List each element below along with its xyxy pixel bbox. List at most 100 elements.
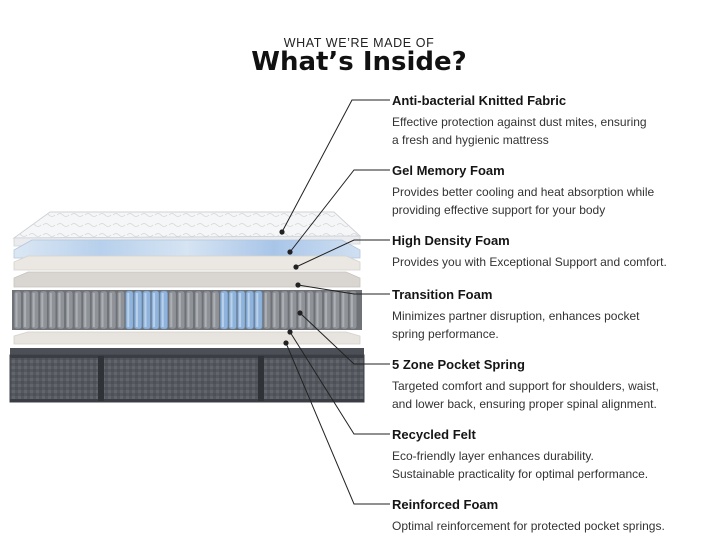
layer-transition-foam — [13, 271, 361, 288]
layer-name: High Density Foam — [392, 233, 510, 248]
spring-coil-highlight — [32, 293, 35, 327]
spring-coil-highlight — [196, 293, 199, 327]
layer-recycled-felt — [13, 331, 361, 345]
desc-line: Minimizes partner disruption, enhances p… — [392, 309, 640, 323]
spring-coil — [177, 290, 186, 330]
spring-coil — [323, 290, 332, 330]
spring-coil-highlight — [135, 293, 138, 327]
spring-coil — [125, 290, 134, 330]
layer-description: Optimal reinforcement for protected pock… — [392, 518, 712, 536]
spring-coil — [220, 290, 229, 330]
spring-coil-highlight — [84, 293, 87, 327]
spring-coil-highlight — [75, 293, 78, 327]
layer-reinforced-foam-base — [9, 348, 365, 403]
desc-line: spring performance. — [392, 326, 499, 341]
layer-name: Gel Memory Foam — [392, 163, 505, 178]
layer-name: Reinforced Foam — [392, 497, 499, 512]
spring-coil-highlight — [333, 293, 336, 327]
spring-coil — [65, 290, 74, 330]
spring-coil-highlight — [221, 293, 224, 327]
spring-coil — [228, 290, 237, 330]
spring-coil-highlight — [58, 293, 61, 327]
spring-coil — [82, 290, 91, 330]
spring-coil — [56, 290, 65, 330]
spring-coil-highlight — [15, 293, 18, 327]
desc-line: Sustainable practicality for optimal per… — [392, 466, 649, 481]
spring-coil-highlight — [178, 293, 181, 327]
spring-coil — [73, 290, 82, 330]
section-title: What’s Inside? — [251, 47, 467, 77]
spring-coil — [159, 290, 168, 330]
spring-coil — [99, 290, 108, 330]
spring-coil — [314, 290, 323, 330]
spring-coil-highlight — [170, 293, 173, 327]
layer-name: Recycled Felt — [392, 427, 476, 442]
layer-pocket-springs — [12, 290, 362, 330]
spring-coil — [254, 290, 263, 330]
spring-coil-highlight — [118, 293, 121, 327]
desc-line: Eco-friendly layer enhances durability. — [392, 449, 594, 463]
desc-line: Effective protection against dust mites,… — [392, 115, 647, 129]
desc-line: Provides you with Exceptional Support an… — [392, 255, 667, 269]
layer-description: Targeted comfort and support for shoulde… — [392, 378, 712, 413]
spring-coil-highlight — [101, 293, 104, 327]
spring-coil-highlight — [307, 293, 310, 327]
spring-coil-highlight — [161, 293, 164, 327]
spring-coil-highlight — [290, 293, 293, 327]
desc-line: and lower back, ensuring proper spinal a… — [392, 396, 657, 411]
spring-coil — [288, 290, 297, 330]
desc-line: Optimal reinforcement for protected pock… — [392, 519, 665, 533]
spring-coil — [168, 290, 177, 330]
spring-coil — [116, 290, 125, 330]
spring-coil-highlight — [92, 293, 95, 327]
spring-coil-highlight — [67, 293, 70, 327]
spring-coil-highlight — [342, 293, 345, 327]
desc-line: Provides better cooling and heat absorpt… — [392, 185, 655, 199]
spring-coil-highlight — [127, 293, 130, 327]
layer-info-transition: Transition Foam Minimizes partner disrup… — [392, 287, 712, 343]
spring-coil-highlight — [273, 293, 276, 327]
spring-coil — [263, 290, 272, 330]
layer-info-reinforced-foam: Reinforced Foam Optimal reinforcement fo… — [392, 497, 712, 536]
desc-line: providing effective support for your bod… — [392, 202, 606, 217]
spring-coil — [39, 290, 48, 330]
desc-line: a fresh and hygienic mattress — [392, 132, 549, 147]
section-eyebrow: WHAT WE’RE MADE OF — [283, 36, 435, 50]
layer-name: 5 Zone Pocket Spring — [392, 357, 525, 372]
spring-coil-highlight — [110, 293, 113, 327]
spring-coil-highlight — [256, 293, 259, 327]
layer-description: Effective protection against dust mites,… — [392, 114, 712, 149]
spring-coil — [340, 290, 349, 330]
spring-coil — [30, 290, 39, 330]
layer-gel-memory-foam — [13, 239, 361, 259]
spring-coil-highlight — [41, 293, 44, 327]
spring-coil — [202, 290, 211, 330]
spring-coil — [306, 290, 315, 330]
spring-coil — [194, 290, 203, 330]
spring-coil — [245, 290, 254, 330]
spring-coil-highlight — [264, 293, 267, 327]
layer-info-gel: Gel Memory Foam Provides better cooling … — [392, 163, 712, 219]
layer-name: Transition Foam — [392, 287, 493, 302]
spring-coil — [280, 290, 289, 330]
spring-coil-highlight — [247, 293, 250, 327]
layer-name: Anti-bacterial Knitted Fabric — [392, 93, 567, 108]
layer-info-pocket-spring: 5 Zone Pocket Spring Targeted comfort an… — [392, 357, 712, 413]
spring-coil — [91, 290, 100, 330]
spring-coil — [297, 290, 306, 330]
layer-description: Minimizes partner disruption, enhances p… — [392, 308, 712, 343]
layer-description: Eco-friendly layer enhances durability. … — [392, 448, 712, 483]
spring-coil-highlight — [24, 293, 27, 327]
spring-coil-highlight — [316, 293, 319, 327]
layer-info-fabric: Anti-bacterial Knitted Fabric Effective … — [392, 93, 712, 149]
spring-coil — [349, 290, 358, 330]
layer-high-density-foam — [13, 255, 361, 271]
spring-coil — [142, 290, 151, 330]
spring-coil — [211, 290, 220, 330]
desc-line: Targeted comfort and support for shoulde… — [392, 379, 659, 393]
spring-coil-highlight — [325, 293, 328, 327]
spring-coil-highlight — [49, 293, 52, 327]
spring-coil — [331, 290, 340, 330]
spring-coil — [13, 290, 22, 330]
leader-lines — [281, 99, 390, 505]
